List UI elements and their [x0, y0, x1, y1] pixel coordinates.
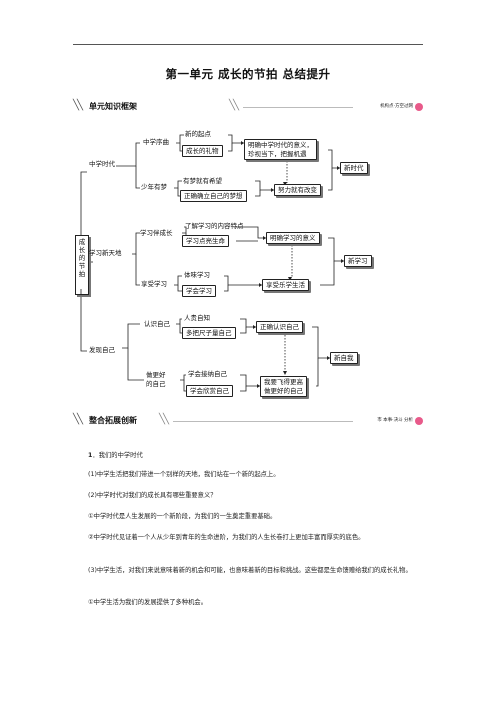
- branch-label: 学习伴成长: [140, 229, 173, 237]
- mind-map-root: 成长的节拍: [75, 235, 89, 295]
- branch-label: 享受学习: [141, 280, 167, 288]
- body-paragraph: ①中学生活为我们的发展提供了多种机会。: [88, 599, 207, 606]
- leaf-box: 学会欣赏自己: [186, 385, 233, 397]
- badge-icon: [415, 417, 423, 425]
- body-paragraph: (3)中学生活，对我们来说意味着新的机会和可能，也意味着新的目标和挑战。这些都是…: [88, 567, 412, 574]
- section-tail-text: 市 本事·决斗 分析: [377, 418, 413, 423]
- body-paragraph: ①中学时代是人生发展的一个新阶段，为我们的一生奠定重要基础。: [88, 513, 277, 520]
- section-header-integration: ╲╲ 整合拓展创新 ╲╲ 市 本事·决斗 分析: [73, 414, 423, 428]
- section-header-framework: ╲╲ 单元知识框架 ╲╲ 机构点·方空过网: [73, 100, 423, 114]
- section-rule: [243, 107, 353, 108]
- summary-box: 明确中学时代的意义， 珍视当下，把握机遇: [244, 139, 317, 160]
- leaf-box: 多把尺子量自己: [182, 327, 236, 339]
- leaf-box: 学习点亮生命: [182, 235, 229, 247]
- badge-icon: [415, 103, 423, 111]
- leaf-box: 学会学习: [182, 285, 216, 297]
- branch-label: 中学序曲: [143, 138, 169, 146]
- leaf-label: 体味学习: [184, 271, 210, 279]
- slash-decoration-icon: ╲╲: [73, 414, 83, 425]
- summary-box: 享受乐学生活: [262, 279, 309, 291]
- summary-line: 做更好的自己: [264, 386, 303, 395]
- summary-line: 珍视当下，把握机遇: [248, 149, 307, 158]
- leaf-box: 正确确立自己的梦想: [180, 190, 247, 202]
- section-tail-text: 机构点·方空过网: [380, 104, 413, 109]
- item-number: 1: [88, 452, 93, 459]
- leaf-box: 成长的礼物: [182, 145, 223, 157]
- summary-box: 我要飞得更高 做更好的自己: [260, 376, 307, 397]
- branch-label: 做更好: [146, 371, 166, 379]
- conclusion-box: 新自我: [330, 352, 358, 364]
- leaf-label: 人贵自知: [184, 314, 210, 322]
- section-label: 单元知识框架: [89, 102, 137, 111]
- top-rule: [73, 44, 423, 45]
- slash-decoration-icon: ╲╲: [73, 100, 83, 111]
- leaf-label: 新的起点: [185, 130, 211, 138]
- leaf-label: 了解学习的内容特点: [185, 222, 244, 230]
- group-label: 发现自己: [89, 346, 115, 354]
- summary-line: 我要飞得更高: [264, 378, 303, 386]
- body-paragraph: (2)中学时代对我们的成长具有哪些重要意义？: [88, 492, 217, 499]
- branch-label: 认识自己: [144, 320, 170, 328]
- group-label: 学习新天地: [89, 249, 122, 257]
- summary-box: 正确认识自己: [256, 321, 303, 333]
- branch-label: 少年有梦: [141, 183, 167, 191]
- leaf-label: 有梦就有希望: [183, 177, 222, 185]
- section-label: 整合拓展创新: [89, 416, 137, 425]
- conclusion-box: 新时代: [340, 162, 368, 174]
- body-paragraph: 我们的中学时代: [98, 452, 143, 459]
- conclusion-box: 新学习: [344, 255, 372, 267]
- slash-decoration-icon: ╲╲: [229, 100, 239, 111]
- branch-label: 的自己: [146, 380, 166, 388]
- group-label: 中学时代: [89, 160, 115, 168]
- slash-decoration-icon: ╲╲: [159, 414, 169, 425]
- summary-line: 明确中学时代的意义，: [248, 141, 313, 149]
- page-title: 第一单元 成长的节拍 总结提升: [165, 67, 331, 81]
- section-rule: [173, 421, 353, 422]
- summary-box: 明确学习的意义: [266, 232, 320, 244]
- body-paragraph: (1)中学生活把我们带进一个别样的天地，我们站在一个新的起点上。: [88, 471, 280, 478]
- leaf-label: 学会接纳自己: [188, 370, 227, 378]
- summary-box: 努力就有改变: [274, 184, 321, 196]
- body-paragraph: ②中学时代见证着一个人从少年到青年的生命进阶，为我们的人生长卷打上更加丰富而厚实…: [88, 534, 365, 541]
- item-dot: ．: [92, 452, 99, 459]
- body-heading: 1．我们的中学时代: [88, 450, 418, 461]
